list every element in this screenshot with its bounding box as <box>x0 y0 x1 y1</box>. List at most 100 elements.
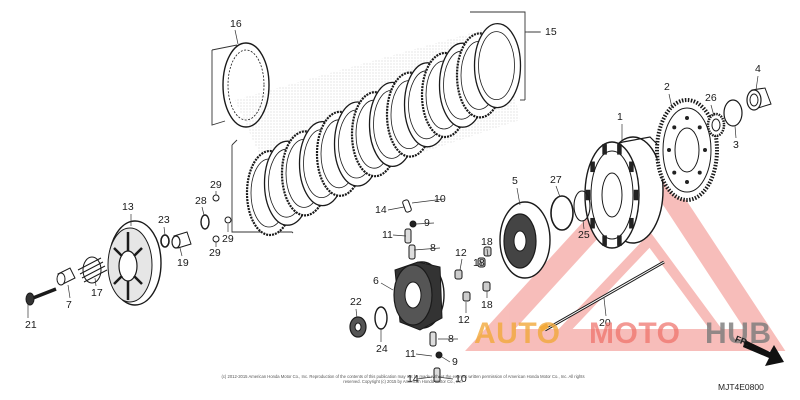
gear-hole-4 <box>672 170 677 175</box>
callout-c1: 1 <box>617 111 623 123</box>
copyright-notice: (c) 2012-2015 American Honda Motor Co., … <box>221 374 585 384</box>
callout-c20: 20 <box>599 317 611 329</box>
outer-slot-3 <box>617 235 622 246</box>
leader-line-25 <box>479 259 483 266</box>
gear-hole-2 <box>697 170 702 175</box>
leader-line-16 <box>459 258 463 271</box>
gear-hole-7 <box>685 116 689 120</box>
needle-bearing-26 <box>706 112 726 138</box>
diagram-code: MJT4E0800 <box>718 382 764 392</box>
judder-spring-25 <box>573 190 591 222</box>
ball-29-c <box>212 235 220 243</box>
small-parts-lower <box>429 331 443 383</box>
leader-line-13 <box>437 376 454 380</box>
leader-line-12 <box>411 198 445 204</box>
watermark-auto: AUTO <box>474 317 561 350</box>
outer-slot-9 <box>617 144 622 155</box>
callout-c13: 13 <box>122 201 134 213</box>
callout-c18a: 18 <box>481 236 493 248</box>
leader-line-10 <box>415 222 435 225</box>
callout-c10a: 10 <box>434 193 446 205</box>
leader-line-11 <box>441 356 451 363</box>
callout-c24: 24 <box>376 343 388 355</box>
leader-line-7 <box>67 284 71 299</box>
callout-c27: 27 <box>550 174 562 186</box>
watermark-hub: HUB <box>705 317 772 350</box>
callout-c21: 21 <box>25 319 37 331</box>
clutch-outer-slots <box>585 144 639 246</box>
spring-washer-24 <box>374 306 388 330</box>
front-arrow-icon <box>743 340 784 366</box>
leader-line-27 <box>179 247 183 257</box>
leader-line-28 <box>603 297 607 317</box>
callout-c6: 6 <box>373 275 379 287</box>
watermark-triangle <box>465 147 786 351</box>
leader-line-8 <box>413 247 441 251</box>
callout-c17: 17 <box>91 287 103 299</box>
bolt-21 <box>25 287 57 306</box>
callout-c19: 19 <box>177 257 189 269</box>
clutch-plate-inner-14 <box>478 31 515 100</box>
callout-c4: 4 <box>755 63 761 75</box>
callout-c15: 15 <box>545 26 557 38</box>
callout-c3: 3 <box>733 139 739 151</box>
callout-c14b: 14 <box>407 373 419 385</box>
callout-c29a: 29 <box>210 179 222 191</box>
leader-lines <box>27 29 759 380</box>
gear-hole-1 <box>703 148 707 152</box>
gear-hole-3 <box>685 180 689 184</box>
outer-slot-8 <box>602 144 607 155</box>
outer-slot-10 <box>629 161 634 173</box>
callout-c11a: 11 <box>382 229 393 241</box>
callout-c7: 7 <box>66 299 72 311</box>
leader-line-20 <box>416 376 433 380</box>
leader-line-33 <box>582 219 585 230</box>
leader-line-6 <box>380 282 394 291</box>
watermark-moto: MOTO <box>589 317 681 350</box>
callout-c28: 28 <box>195 195 207 207</box>
leader-line-5 <box>516 187 521 206</box>
callout-c12a: 12 <box>455 247 467 259</box>
dampers-12-18 <box>454 246 492 302</box>
leader-line-34 <box>710 104 715 117</box>
callout-c18c: 18 <box>481 299 493 311</box>
leader-line-3 <box>734 125 737 139</box>
callout-c9a: 9 <box>424 217 430 229</box>
gear-hole-5 <box>667 148 671 152</box>
callout-c22: 22 <box>350 296 362 308</box>
callout-c14a: 14 <box>375 204 387 216</box>
leader-line-2 <box>668 93 673 109</box>
callout-c10b: 10 <box>455 373 467 385</box>
callout-c8a: 8 <box>430 242 436 254</box>
leader-line-31 <box>163 226 166 236</box>
outer-slot-1 <box>633 189 639 201</box>
callout-c9b: 9 <box>452 356 458 368</box>
ball-29-b <box>224 216 232 224</box>
leader-line-23 <box>94 277 97 287</box>
callout-c12b: 12 <box>458 314 470 326</box>
callout-c29b: 29 <box>222 233 234 245</box>
callout-c2: 2 <box>664 81 670 93</box>
circlip-28 <box>200 214 210 230</box>
callout-c16: 16 <box>230 18 242 30</box>
callout-c11b: 11 <box>405 348 416 360</box>
outer-slot-5 <box>590 217 595 229</box>
clutch-springs-17 <box>77 256 108 284</box>
leader-line-4 <box>755 75 759 91</box>
leader-line-15 <box>415 353 433 357</box>
clutch-center-6 <box>393 261 445 331</box>
gear-hole-8 <box>697 125 702 130</box>
lifter-plate-13 <box>107 220 162 306</box>
collar-7 <box>56 267 76 286</box>
primary-driven-gear-2 <box>655 98 719 202</box>
washer-23 <box>160 234 170 248</box>
clutch-plate-16 <box>222 42 270 128</box>
ball-29-a <box>212 194 220 202</box>
lifter-rod-20 <box>539 260 665 332</box>
thrust-washer-3 <box>723 99 743 127</box>
callout-c8b: 8 <box>448 333 454 345</box>
callout-c23: 23 <box>158 214 170 226</box>
pressure-plate-5 <box>499 201 551 279</box>
leader-line-24 <box>486 248 489 257</box>
clutch-plate-stack <box>245 22 522 237</box>
